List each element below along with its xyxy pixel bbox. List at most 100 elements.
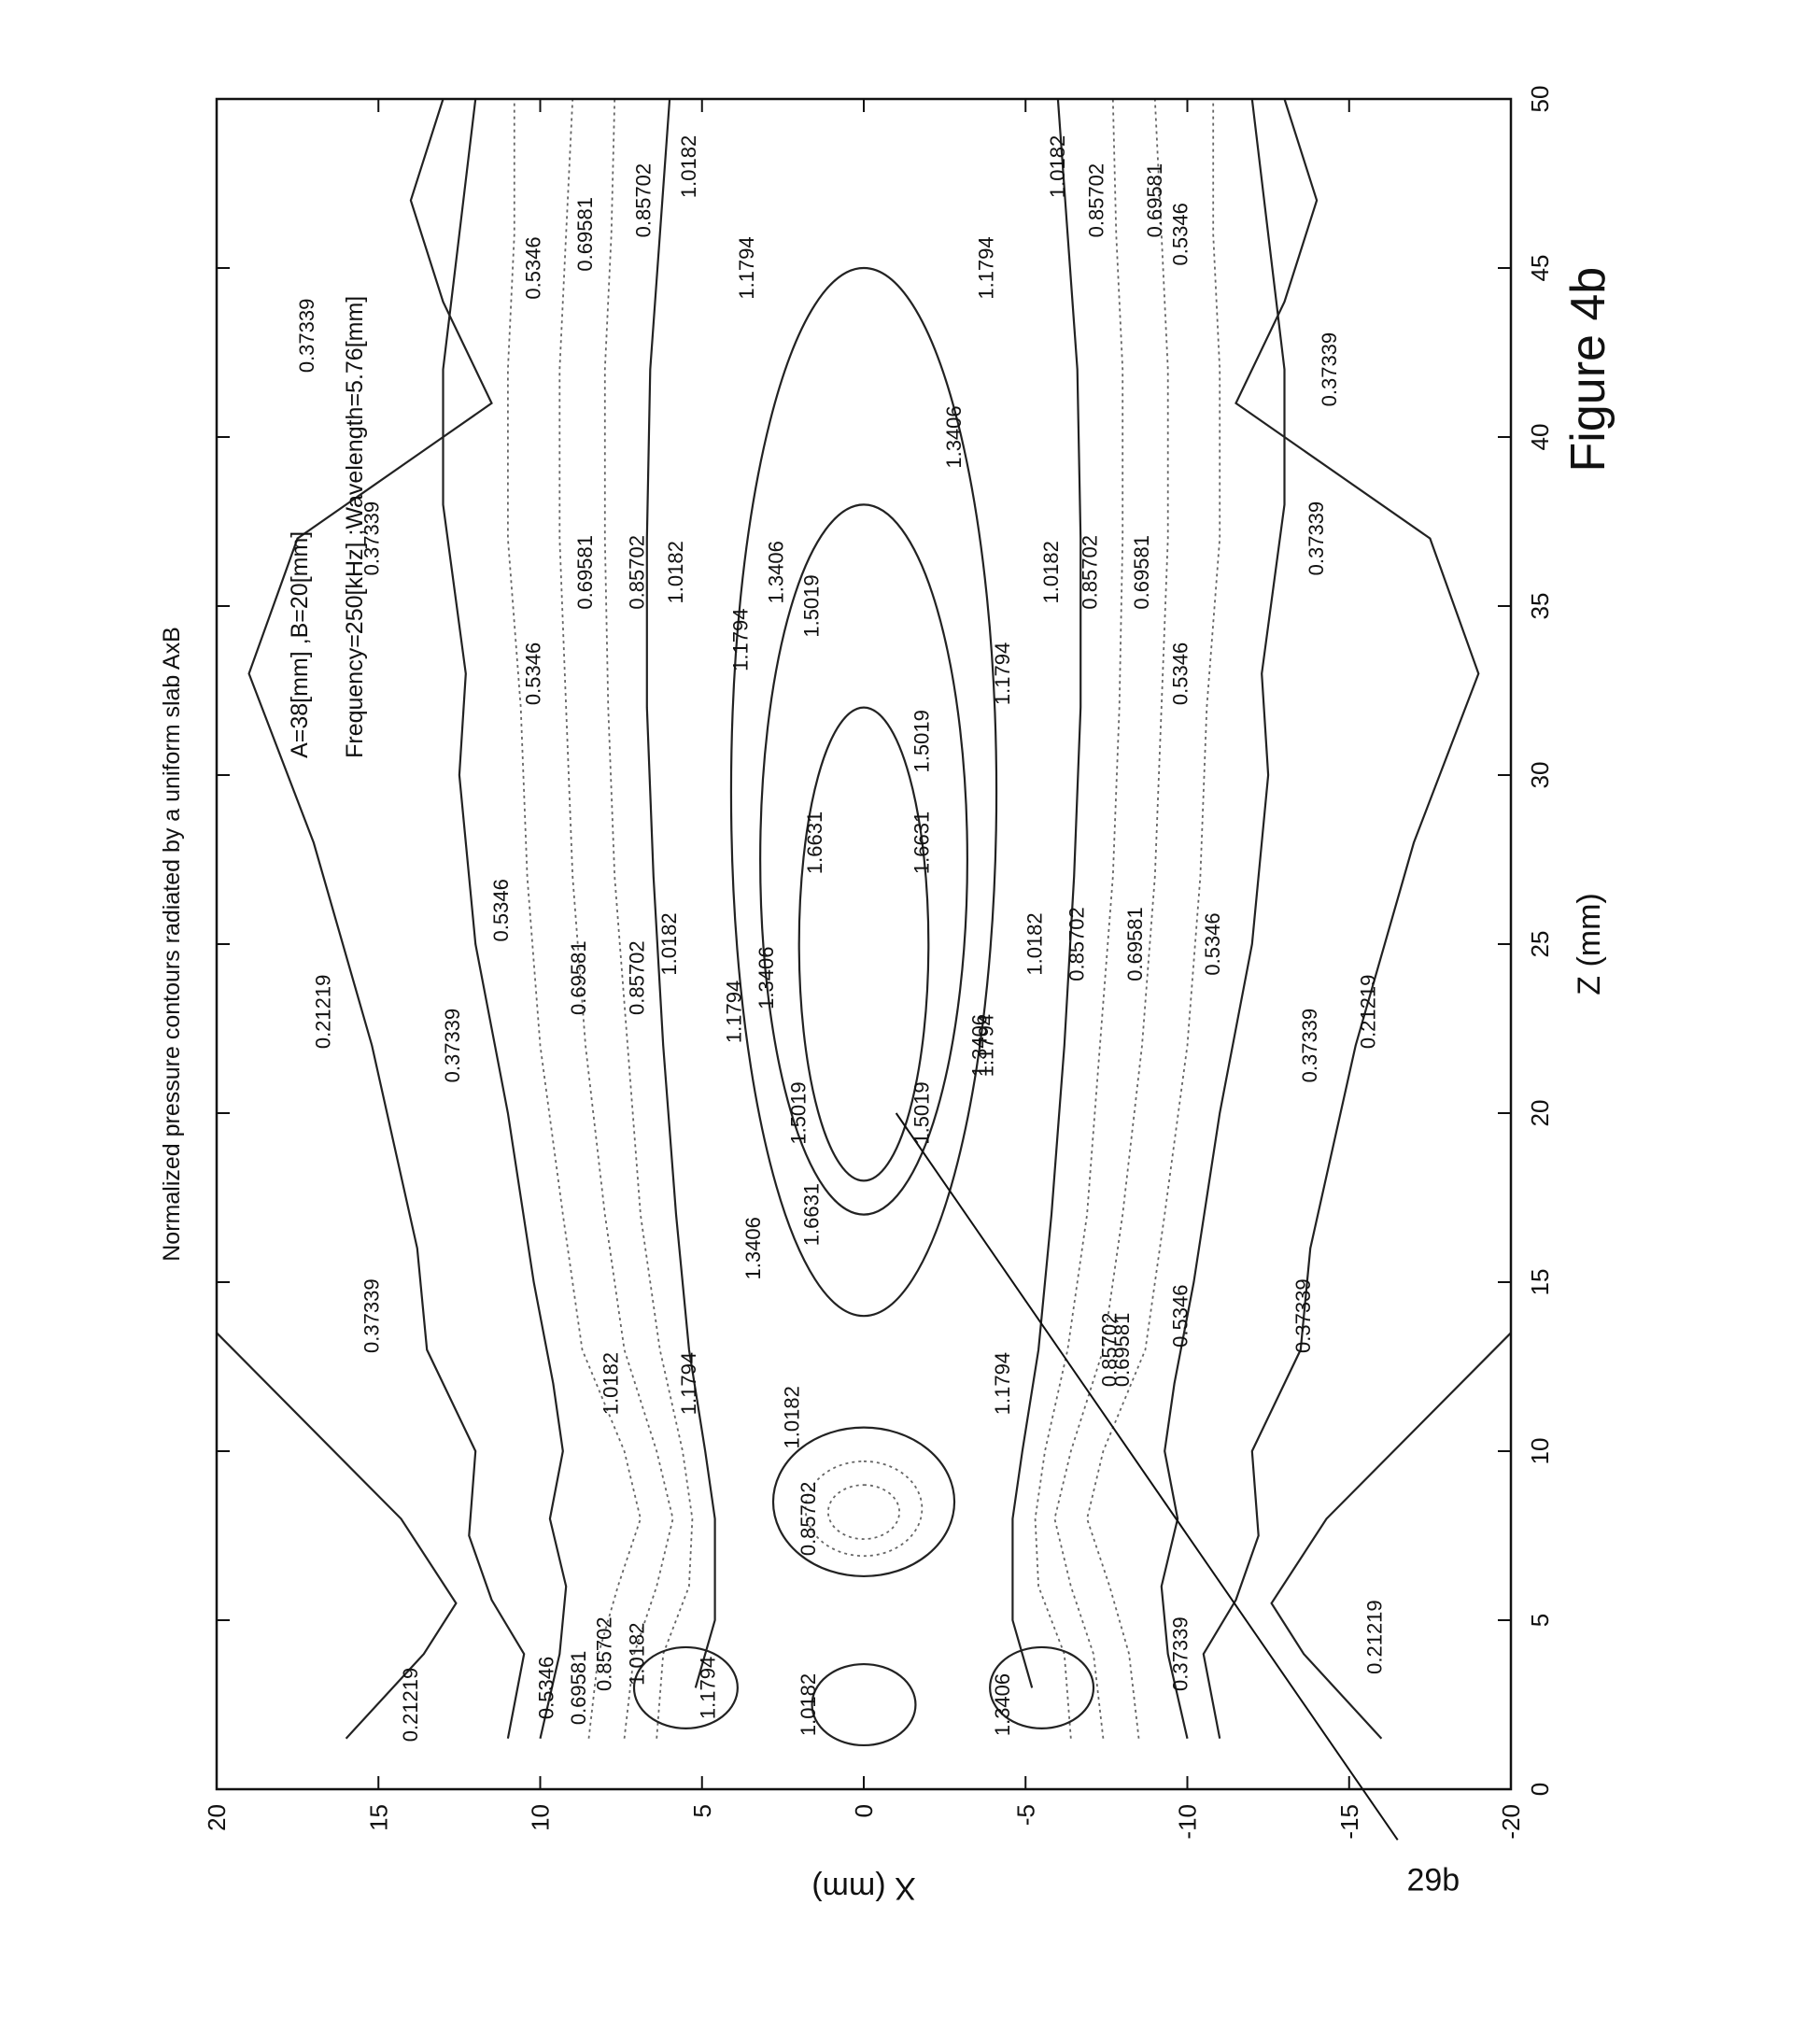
contour-label: 1.1794: [677, 1352, 700, 1415]
contour-label: 0.21219: [399, 1668, 422, 1743]
contour-label: 1.6631: [803, 811, 826, 874]
contour-label: 1.1794: [975, 236, 998, 299]
contour-label: 0.5346: [1201, 912, 1224, 975]
contour-line-level-0.37339: [249, 99, 525, 1739]
z-tick-label: 0: [1526, 1783, 1554, 1796]
contour-label: 0.37339: [1305, 501, 1328, 576]
contour-line-level-0.69581: [1087, 99, 1220, 1739]
contour-label: 0.37339: [1298, 1009, 1321, 1083]
contour-label: 0.37339: [1291, 1278, 1315, 1353]
z-axis-label: Z (mm): [1572, 893, 1607, 995]
params-line-1: A=38[mm] ,B=20[mm]: [287, 531, 313, 758]
contour-label: 0.85702: [593, 1616, 616, 1691]
contour-labels: 0.21219 0.21219 0.21219 0.21219 0.37339 0.373…: [295, 135, 1386, 1743]
contour-label: 0.69581: [567, 1651, 590, 1726]
contour-label: 0.5346: [1169, 642, 1192, 705]
contour-label: 1.0182: [677, 135, 700, 198]
x-tick-label: -10: [1174, 1804, 1202, 1840]
contour-label: 1.0182: [1039, 541, 1063, 603]
annotation-leader-line: [896, 1113, 1398, 1840]
x-tick-label: -15: [1335, 1804, 1363, 1840]
contour-label: 0.69581: [573, 197, 597, 272]
z-tick-label: 35: [1526, 593, 1554, 620]
contour-label: 0.37339: [295, 299, 318, 374]
contour-label: 1.1794: [735, 236, 758, 299]
x-tick-label: 5: [688, 1804, 716, 1817]
contour-label: 0.85702: [625, 535, 648, 610]
contour-label: 1.5019: [910, 1081, 933, 1144]
contour-side-lobe: [634, 1647, 738, 1729]
z-tick-label: 20: [1526, 1100, 1554, 1127]
x-tick-label: 0: [850, 1804, 878, 1817]
contour-label: 1.5019: [787, 1081, 811, 1144]
contour-label: 0.21219: [311, 975, 334, 1050]
contour-label: 0.21219: [1356, 975, 1379, 1050]
contour-label: 0.85702: [1097, 1313, 1121, 1388]
contour-label: 0.69581: [1123, 907, 1147, 981]
z-tick-label: 50: [1526, 86, 1554, 113]
figure-label: Figure 4b: [1561, 267, 1615, 473]
contour-side-lobe: [812, 1664, 916, 1745]
contour-label: 0.5346: [1169, 203, 1192, 265]
z-tick-label: 30: [1526, 762, 1554, 789]
x-tick-label: 15: [364, 1804, 392, 1831]
contour-label: 0.85702: [631, 163, 655, 238]
x-tick-label: -20: [1497, 1804, 1525, 1840]
contour-line-level-1.1794: [647, 99, 715, 1687]
contour-label: 1.0182: [625, 1623, 648, 1686]
contour-label: 1.0182: [797, 1673, 820, 1736]
contour-label: 0.85702: [1065, 907, 1089, 981]
z-tick-label: 10: [1526, 1438, 1554, 1465]
x-axis-label: X (mm): [811, 1870, 915, 1906]
contour-label: 1.5019: [799, 574, 823, 637]
contour-label: 1.5019: [910, 710, 933, 772]
contour-label: 0.69581: [573, 535, 597, 610]
contour-label: 0.37339: [441, 1009, 464, 1083]
contour-label: 1.3406: [764, 541, 787, 603]
z-tick-label: 40: [1526, 424, 1554, 451]
contour-label: 0.37339: [1318, 332, 1341, 407]
contour-ellipse-level-1.0182: [806, 1461, 923, 1556]
contour-label: 0.85702: [1084, 163, 1108, 238]
contour-label: 0.5346: [522, 236, 545, 299]
contour-label: 0.37339: [360, 1278, 383, 1353]
plot-area: 0.21219 0.21219 0.21219 0.21219 0.37339 0.373…: [159, 86, 1615, 1906]
chart-title: Normalized pressure contours radiated by…: [159, 627, 185, 1262]
contour-label: 1.0182: [781, 1386, 804, 1448]
contour-label: 0.37339: [1169, 1616, 1192, 1691]
contour-label: 1.6631: [910, 811, 933, 874]
contour-label: 1.6631: [799, 1183, 823, 1246]
contour-label: 1.1794: [697, 1657, 720, 1719]
contour-label: 0.21219: [1362, 1600, 1386, 1674]
contour-label: 1.0182: [1023, 912, 1047, 975]
contour-line-level-0.37339: [1204, 99, 1479, 1739]
contour-label: 0.69581: [567, 940, 590, 1015]
contour-label: 0.69581: [1130, 535, 1153, 610]
x-tick-label: 20: [203, 1804, 231, 1831]
contour-label: 0.85702: [625, 940, 648, 1015]
z-tick-label: 25: [1526, 931, 1554, 958]
contour-line-level-1.1794: [1012, 99, 1080, 1687]
x-tick-label: -5: [1011, 1804, 1039, 1826]
contour-line-level-0.21219: [1272, 1333, 1511, 1738]
z-tick-label: 45: [1526, 255, 1554, 282]
contour-label: 1.0182: [664, 541, 687, 603]
contour-label: 0.5346: [534, 1657, 557, 1719]
contour-label: 0.5346: [489, 879, 513, 941]
contour-label: 0.5346: [522, 642, 545, 705]
contour-label: 0.85702: [1078, 535, 1101, 610]
contour-label: 1.0182: [657, 912, 681, 975]
contour-label: 1.1794: [722, 981, 745, 1043]
contour-label: 1.3406: [741, 1217, 765, 1279]
z-axis-ticks: 05101520253035404550: [217, 86, 1554, 1797]
contour-ellipse-level-0.85702: [828, 1485, 899, 1539]
params-line-2: Frequency=250[kHz] ;Wavelength=5.76[mm]: [342, 296, 368, 758]
contour-label: 1.1794: [991, 642, 1014, 705]
contour-label: 1.3406: [755, 947, 778, 1009]
contour-label: 1.3406: [968, 1014, 992, 1077]
x-tick-label: 10: [527, 1804, 555, 1831]
contour-label: 1.0182: [1046, 135, 1069, 198]
contour-label: 1.1794: [991, 1352, 1014, 1415]
contour-label: 0.5346: [1169, 1285, 1192, 1348]
